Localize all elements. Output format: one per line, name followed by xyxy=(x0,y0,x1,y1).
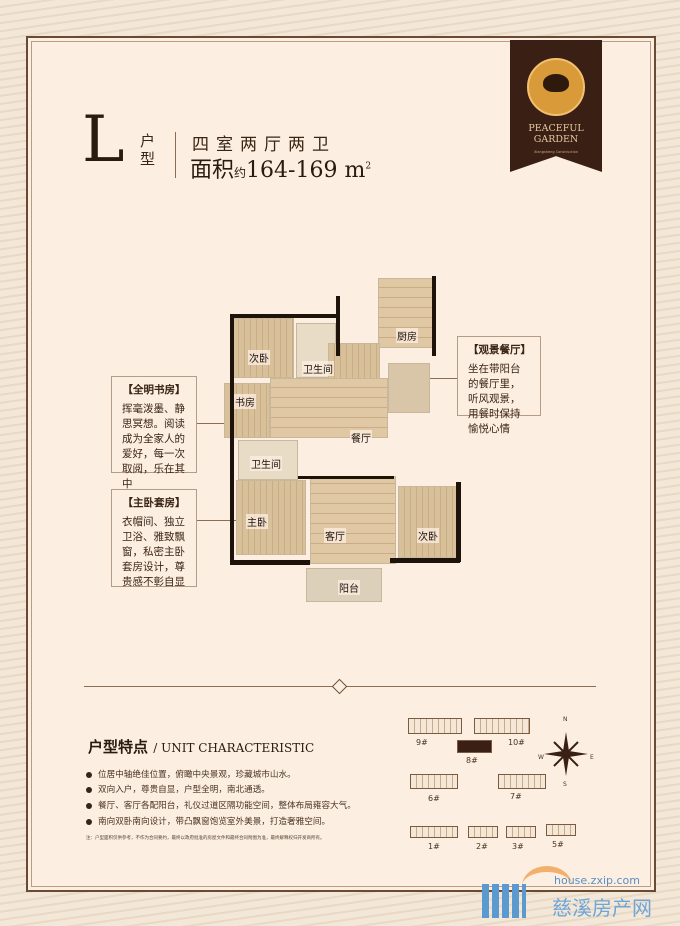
callout-title: 【主卧套房】 xyxy=(122,497,186,509)
callout-line xyxy=(430,378,457,379)
building-label: 10# xyxy=(508,738,525,747)
room-bedroom-2 xyxy=(232,318,294,378)
room-label: 厨房 xyxy=(396,328,418,343)
logo-line1: PEACEFUL xyxy=(528,123,584,134)
feature-text: 餐厅、客厅各配阳台，礼仪过道区隔功能空间，整体布局雍容大气。 xyxy=(98,801,356,811)
callout-title: 【全明书房】 xyxy=(122,384,186,396)
building-label: 6# xyxy=(428,794,440,803)
compass-w: W xyxy=(538,754,544,761)
building-label: 1# xyxy=(428,842,440,851)
building-label: 5# xyxy=(552,840,564,849)
dining-balcony xyxy=(388,363,430,413)
unit-suffix: 户型 xyxy=(140,132,156,168)
callout-text: 坐在带阳台的餐厅里，听风观景，用餐时保持愉悦心情 xyxy=(468,363,521,435)
unit-layout: 四室两厅两卫 xyxy=(192,135,336,155)
area-unit: m xyxy=(344,158,366,183)
features-title-cn: 户型特点 xyxy=(88,738,149,756)
callout-master-suite: 【主卧套房】 衣帽间、独立卫浴、雅致飘窗，私密主卧套房设计，尊贵感不彰自显 xyxy=(111,489,197,588)
features-title: 户型特点 / UNIT CHARACTERISTIC xyxy=(88,736,314,757)
logo-subtitle: Xiangsheng Construction xyxy=(534,150,578,154)
watermark-name: 慈溪房产网 xyxy=(552,896,652,920)
features-title-en: / UNIT CHARACTERISTIC xyxy=(153,741,315,755)
room-label: 主卧 xyxy=(246,514,268,529)
feature-item: 餐厅、客厅各配阳台，礼仪过道区隔功能空间，整体布局雍容大气。 xyxy=(86,799,356,811)
peaceful-garden-logo: PEACEFUL GARDEN Xiangsheng Construction xyxy=(510,40,602,172)
compass-s: S xyxy=(563,781,567,788)
room-label: 阳台 xyxy=(338,580,360,595)
compass-e: E xyxy=(590,754,594,761)
compass-n: N xyxy=(563,716,568,723)
tree-medal-icon xyxy=(527,58,585,116)
room-living xyxy=(310,476,396,564)
room-label: 次卧 xyxy=(417,528,439,543)
disclaimer-note: 注：户型面积仅供参考，不作为合同要约，最终以政府批准的房屋文件和最终合同附图为准… xyxy=(86,836,325,841)
callout-text: 衣帽间、独立卫浴、雅致飘窗，私密主卧套房设计，尊贵感不彰自显 xyxy=(122,516,185,588)
feature-item: 双向入户，尊贵自显，户型全明，南北通透。 xyxy=(86,783,270,795)
building-label: 8# xyxy=(466,756,478,765)
area-approx: 约 xyxy=(234,166,247,180)
area-value: 164-169 xyxy=(246,158,338,183)
feature-item: 南向双卧南向设计，带凸飘窗饱览室外美景，打造奢雅空间。 xyxy=(86,815,330,827)
unit-letter: L xyxy=(82,103,125,177)
building-label: 2# xyxy=(476,842,488,851)
callout-text: 挥毫泼墨、静思冥想。阅读成为全家人的爱好，每一次取阅，乐在其中 xyxy=(122,403,185,490)
feature-text: 南向双卧南向设计，带凸飘窗饱览室外美景，打造奢雅空间。 xyxy=(98,817,331,827)
room-label: 客厅 xyxy=(324,528,346,543)
area-label: 面积 xyxy=(190,158,235,183)
building-label: 9# xyxy=(416,738,428,747)
room-label: 卫生间 xyxy=(302,361,334,376)
unit-area: 面积约164-169 m2 xyxy=(190,152,371,184)
room-label: 书房 xyxy=(234,394,256,409)
room-bedroom-3 xyxy=(398,486,458,558)
feature-text: 双向入户，尊贵自显，户型全明，南北通透。 xyxy=(98,785,270,795)
room-label: 卫生间 xyxy=(250,456,282,471)
callout-study: 【全明书房】 挥毫泼墨、静思冥想。阅读成为全家人的爱好，每一次取阅，乐在其中 xyxy=(111,376,197,490)
callout-line xyxy=(197,423,232,424)
callout-title: 【观景餐厅】 xyxy=(468,344,531,356)
logo-line2: GARDEN xyxy=(533,134,579,145)
callout-line xyxy=(197,520,237,521)
feature-text: 位居中轴绝佳位置，俯瞰中央景观，珍藏城市山水。 xyxy=(98,770,296,780)
buildings-icon xyxy=(482,884,526,918)
building-label: 7# xyxy=(510,792,522,801)
room-label: 餐厅 xyxy=(350,430,372,445)
hallway xyxy=(270,378,388,438)
highlighted-building xyxy=(457,740,492,753)
room-label: 次卧 xyxy=(248,350,270,365)
compass-icon xyxy=(544,732,588,776)
watermark-url: house.zxip.com xyxy=(554,874,640,887)
area-unit-sup: 2 xyxy=(365,161,372,172)
callout-dining: 【观景餐厅】 坐在带阳台的餐厅里，听风观景，用餐时保持愉悦心情 xyxy=(457,336,541,435)
site-plan: 9# 10# 8# 6# 7# 1# 2# 3# 5# xyxy=(400,710,600,860)
divider xyxy=(175,132,176,178)
feature-item: 位居中轴绝佳位置，俯瞰中央景观，珍藏城市山水。 xyxy=(86,768,296,780)
floor-plan: 次卧 卫生间 厨房 餐厅 书房 卫生间 主卧 客厅 次卧 阳台 xyxy=(210,268,480,608)
building-label: 3# xyxy=(512,842,524,851)
